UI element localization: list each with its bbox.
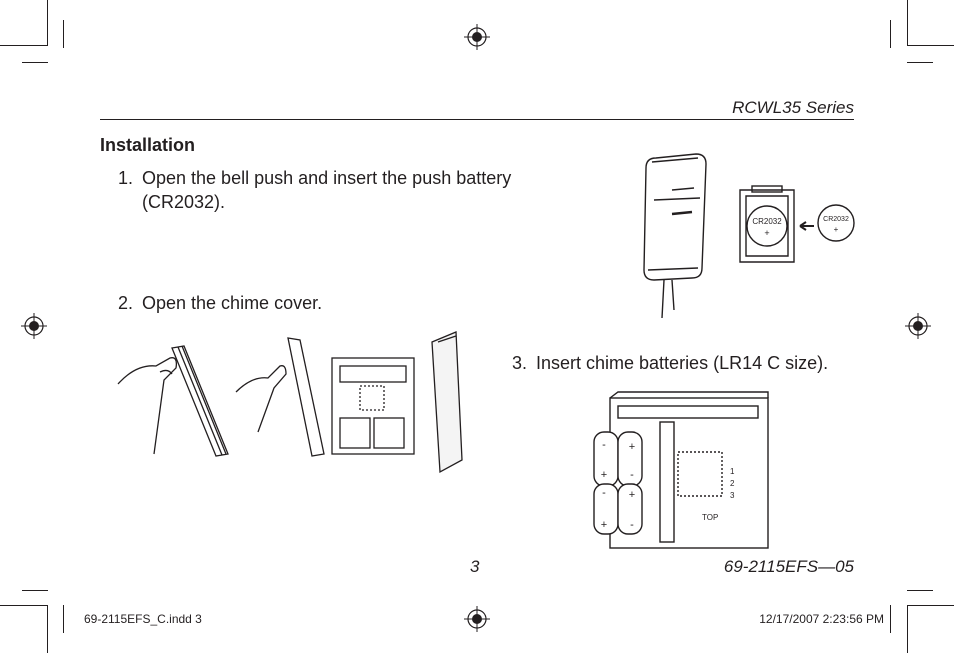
step-number: 2. [118,293,134,313]
step-text: Open the bell push and insert the push b… [142,168,512,188]
polarity-minus-label: - [630,469,634,481]
step-2: 2. Open the chime cover. [118,291,322,315]
slug-file-name: 69-2115EFS_C.indd 3 [84,612,202,626]
header-title: RCWL35 Series [732,98,854,117]
coin-cell-label: CR2032 [823,216,849,223]
registration-mark-top [464,24,490,50]
switch-number: 2 [730,479,735,488]
top-label: TOP [702,513,718,522]
chime-batteries-illustration: - + + - - + + - 1 2 3 TOP [593,391,769,549]
step-number: 1. [118,168,134,188]
coin-cell-in-holder [746,205,788,247]
arrow-left-icon [799,221,814,231]
polarity-plus-label: + [601,519,607,531]
step-3: 3. Insert chime batteries (LR14 C size). [512,351,828,375]
polarity-minus-label: - [630,519,634,531]
coin-cell [817,204,855,242]
step-text: Open the chime cover. [142,293,323,313]
c-battery [593,431,643,535]
step-number: 3. [512,353,528,373]
doc-number: 69-2115EFS—05 [723,557,854,576]
polarity-plus-label: + [764,228,769,238]
header-rule [100,119,854,120]
registration-mark-right [905,313,931,339]
section-title: Installation [100,135,196,155]
step-text: Insert chime batteries (LR14 C size). [536,353,829,373]
polarity-plus-label: + [629,441,635,453]
coin-cell-label: CR2032 [752,217,782,226]
page-number: 3 [470,557,480,576]
registration-mark-bottom [464,606,490,632]
polarity-minus-label: - [602,487,606,499]
polarity-plus-label: + [834,225,839,234]
switch-number: 3 [730,491,735,500]
polarity-minus-label: - [602,439,606,451]
step-1: 1. Open the bell push and insert the push… [118,166,511,214]
step-text-continued: (CR2032). [142,192,226,212]
slug-timestamp: 12/17/2007 2:23:56 PM [759,612,884,626]
polarity-plus-label: + [601,469,607,481]
switch-number: 1 [730,467,735,476]
bell-push-battery-illustration: CR2032 + CR2032 + [643,153,855,319]
polarity-plus-label: + [629,489,635,501]
registration-mark-left [21,313,47,339]
chime-cover-illustration [117,331,463,474]
